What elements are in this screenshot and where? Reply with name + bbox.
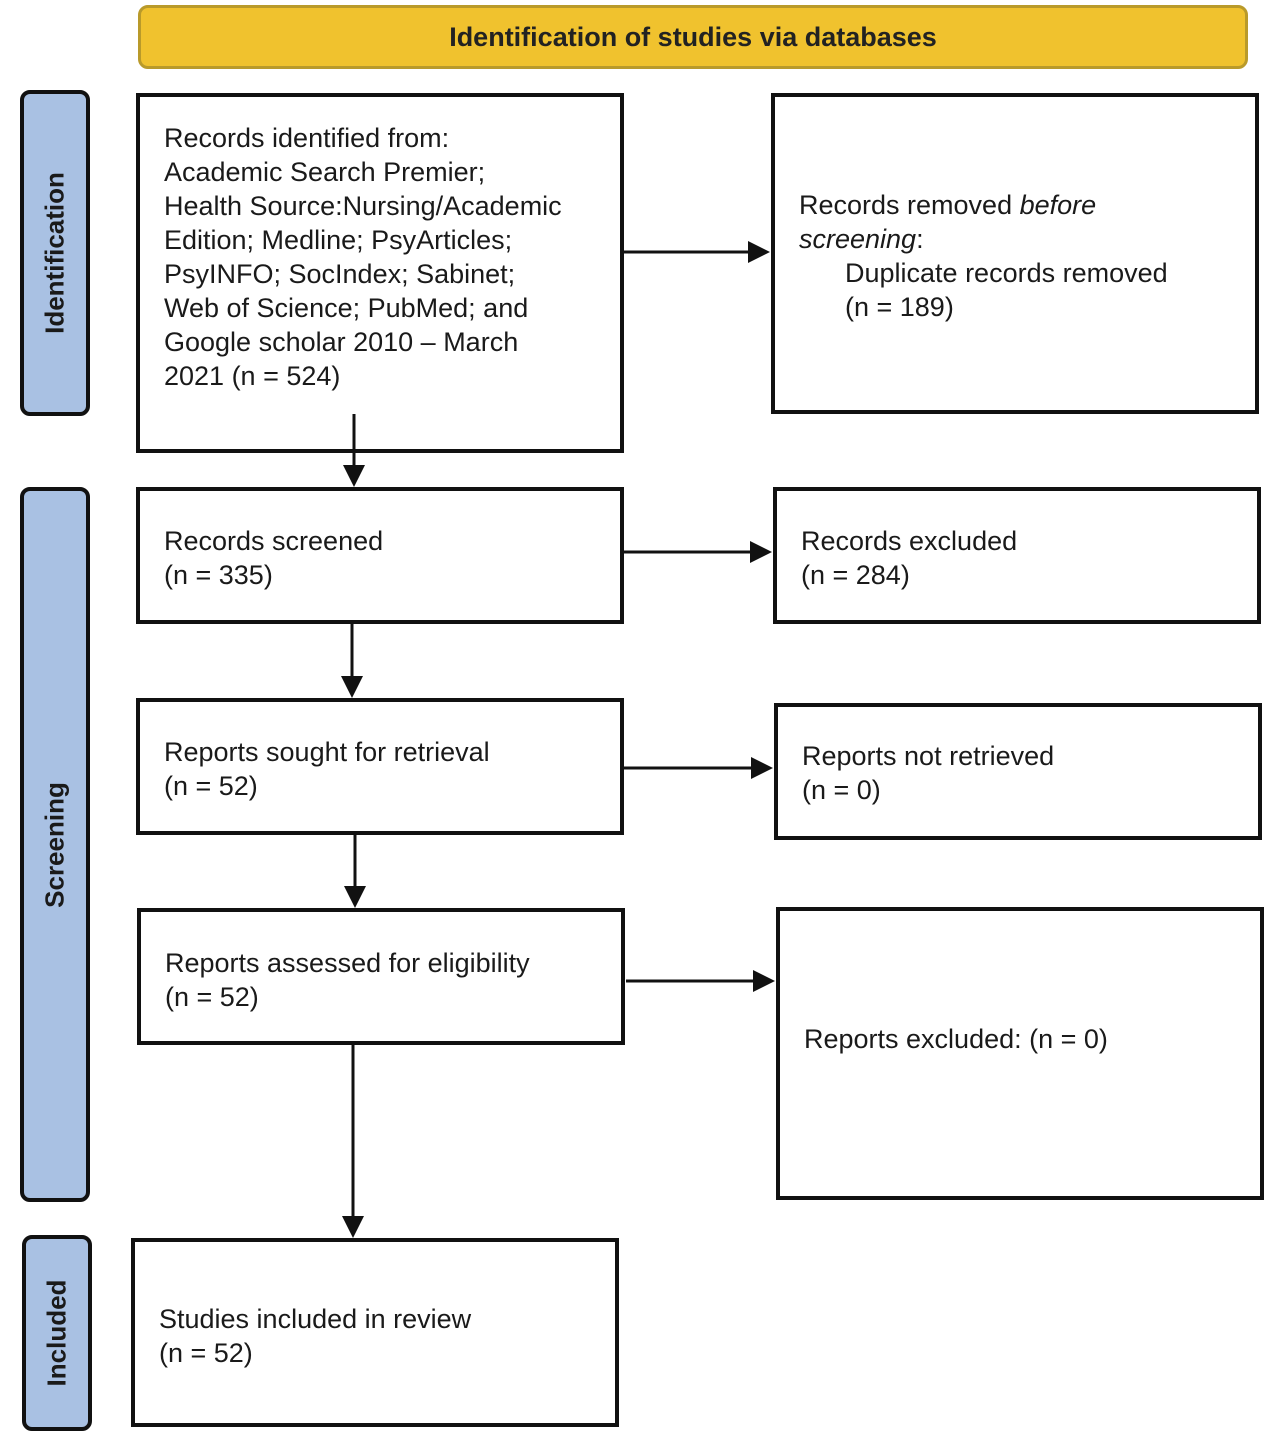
arrowhead-removed	[748, 241, 770, 263]
records-excluded-box: Records excluded (n = 284)	[773, 487, 1261, 624]
records-identified-line: Google scholar 2010 – March	[164, 327, 519, 357]
reports-sought-box: Reports sought for retrieval (n = 52)	[136, 698, 624, 835]
reports-assessed-box: Reports assessed for eligibility (n = 52…	[137, 908, 625, 1045]
records-identified-line: Health Source:Nursing/Academic	[164, 191, 562, 221]
arrowhead-records-excluded	[750, 541, 772, 563]
duplicates-label: Duplicate records removed	[845, 258, 1168, 288]
records-screened-count: (n = 335)	[164, 560, 273, 590]
arrowhead-not-retrieved	[751, 757, 773, 779]
arrowhead-assessed	[344, 886, 366, 908]
records-identified-line: Edition; Medline; PsyArticles;	[164, 225, 513, 255]
phase-included: Included	[22, 1235, 92, 1431]
arrowhead-sought	[341, 676, 363, 698]
records-removed-box: Records removed before screening: Duplic…	[771, 93, 1259, 414]
header-title: Identification of studies via databases	[449, 21, 937, 52]
phase-identification: Identification	[20, 90, 90, 416]
records-screened-label: Records screened	[164, 526, 384, 556]
records-identified-line: PsyINFO; SocIndex; Sabinet;	[164, 259, 516, 289]
records-identified-line: Academic Search Premier;	[164, 157, 486, 187]
records-excluded-count: (n = 284)	[801, 560, 910, 590]
reports-not-retrieved-label: Reports not retrieved	[802, 741, 1055, 771]
records-identified-line: 2021 (n = 524)	[164, 361, 341, 391]
arrowhead-included	[342, 1216, 364, 1238]
records-identified-line: Web of Science; PubMed; and	[164, 293, 529, 323]
records-removed-heading: Records removed before	[799, 190, 1097, 220]
phase-screening: Screening	[20, 487, 90, 1202]
studies-included-count: (n = 52)	[159, 1338, 253, 1368]
studies-included-label: Studies included in review	[159, 1304, 472, 1334]
reports-excluded-label: Reports excluded: (n = 0)	[804, 1024, 1108, 1054]
identification-header: Identification of studies via databases	[138, 5, 1248, 69]
arrowhead-screened	[343, 465, 365, 487]
arrowhead-reports-excluded	[753, 970, 775, 992]
records-screened-box: Records screened (n = 335)	[136, 487, 624, 624]
records-removed-subheading: screening:	[799, 224, 924, 254]
duplicates-count: (n = 189)	[845, 292, 954, 322]
records-identified-box: Records identified from: Academic Search…	[136, 93, 624, 453]
reports-assessed-label: Reports assessed for eligibility	[165, 948, 530, 978]
records-excluded-label: Records excluded	[801, 526, 1018, 556]
reports-sought-count: (n = 52)	[164, 771, 258, 801]
reports-sought-label: Reports sought for retrieval	[164, 737, 490, 767]
reports-not-retrieved-box: Reports not retrieved (n = 0)	[774, 703, 1262, 840]
studies-included-box: Studies included in review (n = 52)	[131, 1238, 619, 1427]
records-identified-line: Records identified from:	[164, 123, 450, 153]
reports-assessed-count: (n = 52)	[165, 982, 259, 1012]
reports-not-retrieved-count: (n = 0)	[802, 775, 881, 805]
reports-excluded-box: Reports excluded: (n = 0)	[776, 907, 1264, 1200]
